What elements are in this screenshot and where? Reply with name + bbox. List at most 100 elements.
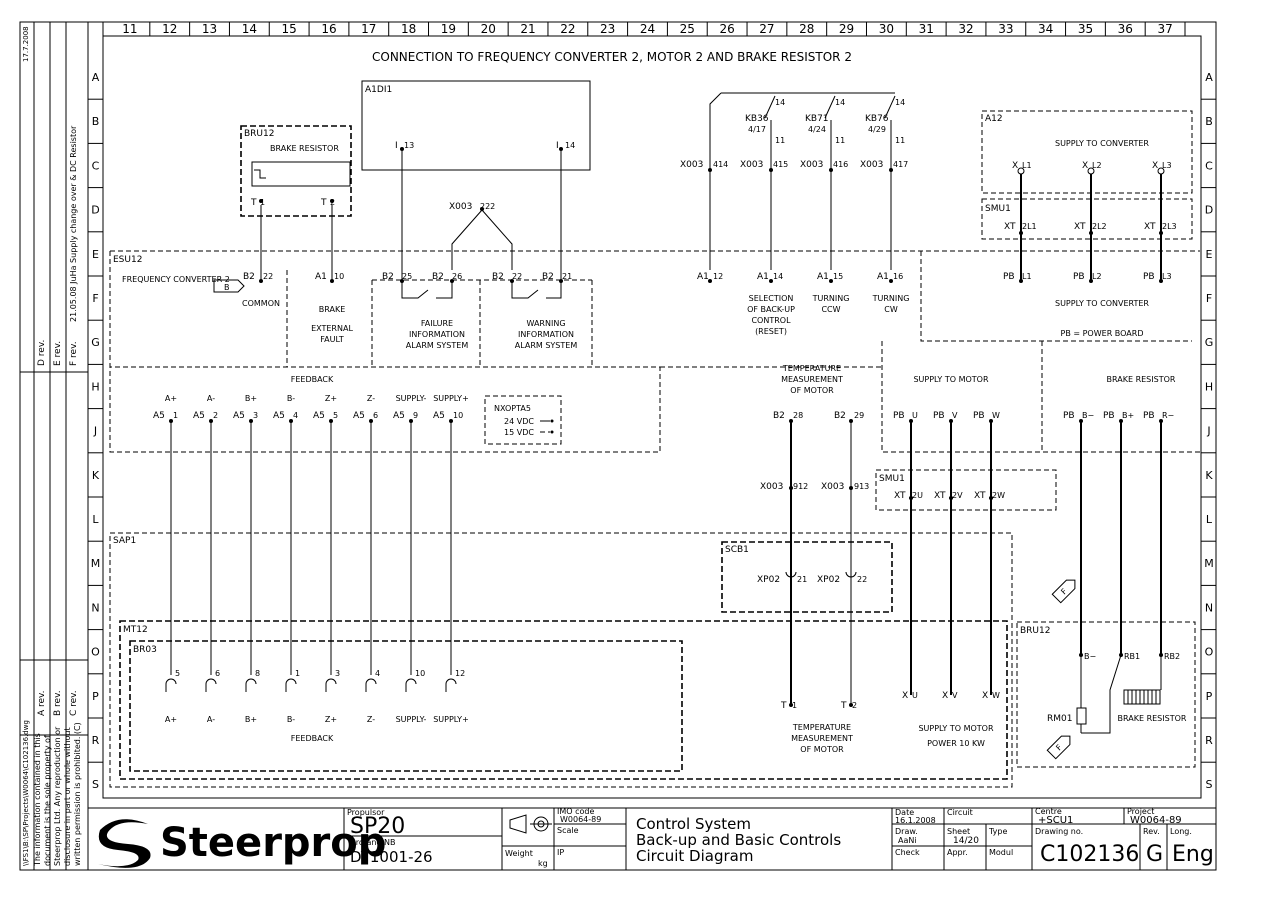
svg-text:XP02: XP02	[817, 575, 840, 585]
weight-unit: kg	[538, 859, 548, 868]
esu12-label: ESU12	[113, 255, 142, 265]
connector-signal: SUPPLY-	[396, 715, 427, 724]
svg-text:XT: XT	[934, 491, 946, 501]
relay-ref: 4/17	[748, 125, 766, 134]
row-label-left: N	[91, 601, 99, 614]
svg-text:X003: X003	[680, 160, 703, 170]
column-header: 28	[799, 22, 814, 36]
check-label: Check	[895, 848, 920, 857]
svg-text:B−: B−	[1084, 652, 1096, 661]
f-tag-bottom: F	[1054, 742, 1064, 752]
yard-label: Yard and NB	[346, 838, 396, 847]
svg-text:XT: XT	[1004, 222, 1016, 232]
warning-label-3: ALARM SYSTEM	[515, 341, 578, 350]
warning-label-1: WARNING	[526, 319, 565, 328]
svg-text:A1: A1	[315, 272, 327, 282]
feedback-bottom-label: FEEDBACK	[291, 734, 334, 743]
steerprop-logo-icon	[98, 819, 151, 868]
connector-pin-no: 5	[175, 669, 180, 678]
svg-text:B2: B2	[492, 272, 504, 282]
connector-pin-no: 1	[295, 669, 300, 678]
rm01-label: RM01	[1047, 714, 1072, 724]
row-label-left: H	[91, 380, 99, 393]
svg-text:28: 28	[793, 411, 803, 420]
svg-text:913: 913	[854, 482, 869, 491]
column-header: 21	[520, 22, 535, 36]
svg-text:B2: B2	[773, 411, 785, 421]
column-header: 15	[282, 22, 297, 36]
brake-resistor-lower-label: BRAKE RESISTOR	[1118, 714, 1187, 723]
svg-text:X: X	[982, 691, 988, 701]
svg-text:XP02: XP02	[757, 575, 780, 585]
rev-b: B rev.	[53, 690, 63, 716]
freq-converter-label: FREQUENCY CONVERTER 2	[122, 275, 230, 284]
failure-label-1: FAILURE	[421, 319, 453, 328]
connector-signal: Z-	[367, 715, 375, 724]
rev-d: D rev.	[37, 340, 47, 366]
svg-text:222: 222	[480, 202, 495, 211]
feedback-terminal-no: 6	[373, 411, 378, 420]
copyright-line-2: document is the sole property of	[43, 735, 52, 866]
feedback-terminal: A5	[273, 411, 285, 421]
relay-name: KB76	[865, 114, 889, 124]
supply-motor-power-1: SUPPLY TO MOTOR	[918, 724, 994, 733]
column-header: 33	[998, 22, 1013, 36]
svg-text:11: 11	[835, 136, 845, 145]
feedback-signal: SUPPLY+	[433, 394, 469, 403]
feedback-top-label: FEEDBACK	[291, 375, 334, 384]
scale-label: Scale	[557, 826, 579, 835]
description-line-3: Circuit Diagram	[636, 847, 753, 865]
connector-signal: A+	[165, 715, 177, 724]
svg-text:L1: L1	[1022, 272, 1032, 281]
selection-label-1: SELECTION	[749, 294, 794, 303]
svg-text:B+: B+	[1122, 411, 1134, 420]
bru12-lower-label: BRU12	[1020, 626, 1050, 636]
svg-text:21: 21	[797, 575, 807, 584]
svg-text:XT: XT	[974, 491, 986, 501]
row-label-left: J	[93, 425, 97, 438]
svg-text:RB1: RB1	[1124, 652, 1140, 661]
feedback-terminal: A5	[193, 411, 205, 421]
svg-text:X003: X003	[740, 160, 763, 170]
svg-text:2U: 2U	[912, 491, 923, 500]
relay-name: KB36	[745, 114, 769, 124]
row-label-right: N	[1205, 601, 1213, 614]
appr-label: Appr.	[947, 848, 968, 857]
temp-meas-bottom-2: MEASUREMENT	[791, 734, 853, 743]
feedback-terminal: A5	[153, 411, 165, 421]
ccw-label-1: TURNING	[812, 294, 850, 303]
column-header: 29	[839, 22, 854, 36]
project-label: Project	[1127, 807, 1154, 816]
svg-text:10: 10	[334, 272, 344, 281]
description-line-2: Back-up and Basic Controls	[636, 831, 841, 849]
drawn-value: AaNi	[898, 836, 917, 845]
temp-meas-bottom-3: OF MOTOR	[800, 745, 844, 754]
row-label-right: E	[1206, 248, 1213, 261]
svg-text:W: W	[992, 691, 1000, 700]
column-header: 12	[162, 22, 177, 36]
modul-label: Modul	[989, 848, 1013, 857]
centre-value: +SCU1	[1038, 815, 1073, 826]
svg-text:2L2: 2L2	[1092, 222, 1107, 231]
bru12-top-label: BRU12	[244, 129, 274, 139]
fault-label: FAULT	[320, 335, 344, 344]
rev-value: G	[1146, 842, 1163, 867]
supply-to-motor-label: SUPPLY TO MOTOR	[913, 375, 989, 384]
svg-text:X003: X003	[821, 482, 844, 492]
svg-text:PB: PB	[973, 411, 985, 421]
svg-text:A1: A1	[757, 272, 769, 282]
svg-text:RB2: RB2	[1164, 652, 1180, 661]
selection-label-3: CONTROL	[751, 316, 791, 325]
sheet-value: 14/20	[953, 836, 979, 846]
svg-text:X003: X003	[860, 160, 883, 170]
cw-label-1: TURNING	[872, 294, 910, 303]
svg-text:X003: X003	[800, 160, 823, 170]
steerprop-logo-text: Steerprop	[160, 820, 386, 866]
svg-text:PB: PB	[1143, 411, 1155, 421]
feedback-terminal-no: 5	[333, 411, 338, 420]
svg-text:25: 25	[402, 272, 412, 281]
